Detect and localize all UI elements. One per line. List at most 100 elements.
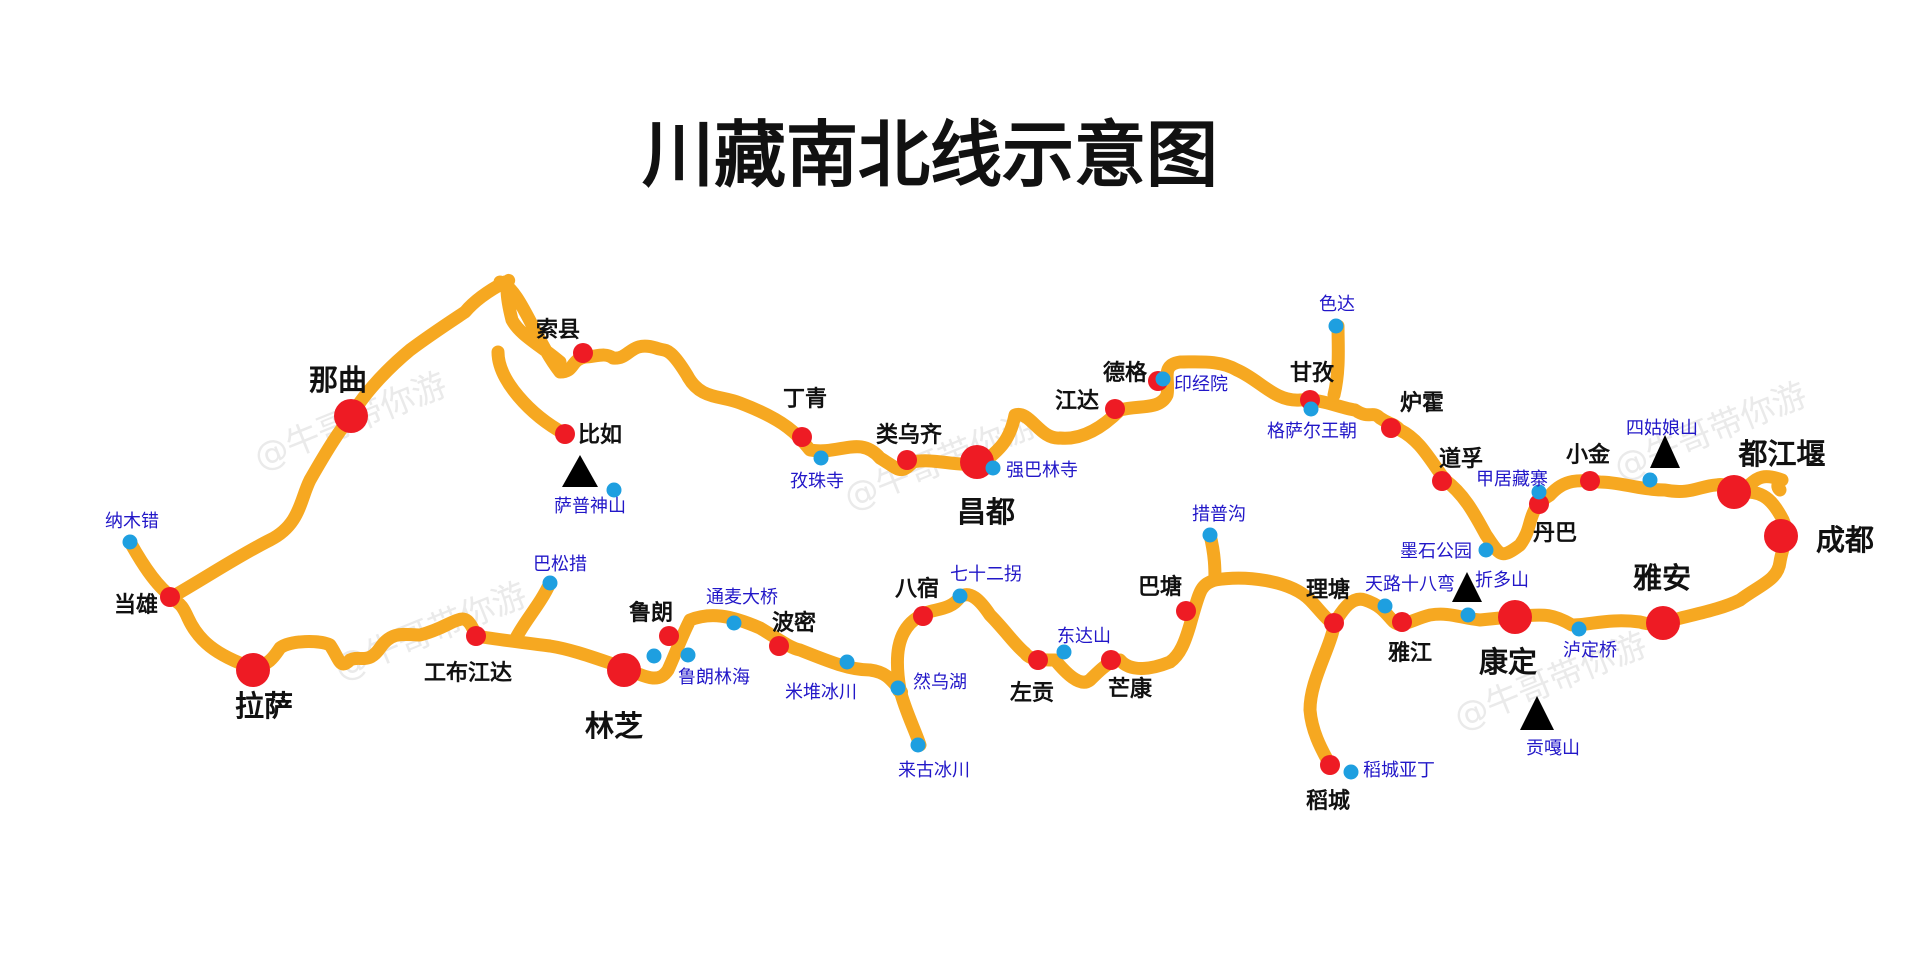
attraction-label: 米堆冰川 <box>785 682 857 703</box>
attraction-label: 墨石公园 <box>1400 541 1472 562</box>
city-label: 昌都 <box>957 495 1015 529</box>
mountain-triangle-icon <box>1520 696 1554 730</box>
blue-dot-icon <box>839 654 855 670</box>
attraction-label: 天路十八弯 <box>1365 574 1455 595</box>
attraction-label: 色达 <box>1319 294 1355 315</box>
town-label: 比如 <box>578 423 622 448</box>
attraction-label: 东达山 <box>1057 626 1111 647</box>
red-dot-icon <box>1498 600 1532 634</box>
attraction-label: 孜珠寺 <box>790 471 844 492</box>
attraction-label: 萨普神山 <box>554 496 626 517</box>
town-label: 甘孜 <box>1290 360 1335 386</box>
attraction-label: 甲居藏寨 <box>1476 469 1548 490</box>
attraction-label: 稻城亚丁 <box>1363 760 1435 781</box>
blue-dot-icon <box>952 588 968 604</box>
mountain-triangle-icon <box>562 455 598 487</box>
town-label: 芒康 <box>1108 676 1153 702</box>
blue-dot-icon <box>1202 527 1218 543</box>
red-dot-icon <box>1324 613 1344 633</box>
attraction-labels: 纳木错 萨普神山 孜珠寺 强巴林寺 印经院 色达 格萨尔王朝 甲居藏寨 四姑娘山… <box>105 294 1698 781</box>
red-dot-icon <box>1432 471 1452 491</box>
town-label: 道孚 <box>1439 446 1483 472</box>
attraction-label: 巴松措 <box>533 554 587 575</box>
red-dot-icon <box>1764 519 1798 553</box>
red-dot-icon <box>555 424 575 444</box>
laigu-spur <box>893 683 927 752</box>
attraction-label: 折多山 <box>1475 570 1529 591</box>
red-dot-icon <box>960 445 994 479</box>
town-label: 当雄 <box>114 593 158 618</box>
red-dot-icon <box>1717 475 1751 509</box>
attraction-label: 纳木错 <box>105 511 159 532</box>
town-label: 鲁朗 <box>628 600 673 626</box>
blue-dot-icon <box>606 482 622 498</box>
blue-dot-icon <box>1155 371 1171 387</box>
attraction-label: 七十二拐 <box>950 564 1022 585</box>
city-label: 都江堰 <box>1737 437 1825 471</box>
blue-dot-icon <box>910 737 926 753</box>
red-dot-icon <box>466 626 486 646</box>
town-label: 炉霍 <box>1400 391 1444 416</box>
blue-dot-icon <box>1531 484 1547 500</box>
daocheng-spur <box>1303 615 1342 772</box>
mountain-triangle-icon <box>1452 572 1482 602</box>
red-dot-icon <box>1580 471 1600 491</box>
red-dot-icon <box>1176 601 1196 621</box>
red-dot-icon <box>1381 418 1401 438</box>
red-dot-icon <box>160 587 180 607</box>
city-label: 林芝 <box>585 709 643 743</box>
town-label: 小金 <box>1566 442 1611 468</box>
attraction-label: 泸定桥 <box>1563 640 1617 661</box>
town-label: 索县 <box>536 318 580 343</box>
red-dot-icon <box>573 343 593 363</box>
town-label: 德格 <box>1103 360 1148 386</box>
blue-dot-icon <box>1343 764 1359 780</box>
town-label: 类乌齐 <box>876 422 943 448</box>
town-label: 波密 <box>772 610 816 636</box>
attraction-label: 贡嘎山 <box>1526 738 1580 759</box>
blue-dot-icon <box>813 450 829 466</box>
attraction-label: 然乌湖 <box>913 672 967 693</box>
blue-dot-icon <box>122 534 138 550</box>
town-label: 江达 <box>1055 389 1099 414</box>
blue-dot-icon <box>680 647 696 663</box>
town-label: 理塘 <box>1306 577 1350 603</box>
blue-dot-icon <box>1377 598 1393 614</box>
attraction-label: 通麦大桥 <box>706 587 778 608</box>
town-label: 稻城 <box>1306 788 1350 814</box>
red-dot-icon <box>1028 650 1048 670</box>
red-dot-icon <box>1105 399 1125 419</box>
blue-dot-icon <box>1571 621 1587 637</box>
red-dot-icon <box>897 450 917 470</box>
red-dot-icon <box>1320 755 1340 775</box>
major-stops <box>160 343 1798 775</box>
attraction-label: 鲁朗林海 <box>678 667 750 688</box>
blue-dot-icon <box>1328 318 1344 334</box>
attraction-label: 措普沟 <box>1192 504 1246 525</box>
red-dot-icon <box>236 653 270 687</box>
town-label: 工布江达 <box>424 660 512 686</box>
red-dot-icon <box>607 653 641 687</box>
city-label: 康定 <box>1479 645 1537 679</box>
red-dot-icon <box>1529 494 1549 514</box>
city-label: 那曲 <box>309 363 367 397</box>
attraction-label: 格萨尔王朝 <box>1267 421 1357 442</box>
map-title: 川藏南北线示意图 <box>642 113 1218 197</box>
blue-dot-icon <box>1460 607 1476 623</box>
city-label: 雅安 <box>1633 561 1691 595</box>
attraction-label: 印经院 <box>1174 374 1228 395</box>
town-labels: 索县 比如 丁青 类乌齐 江达 德格 甘孜 炉霍 道孚 小金 丹巴 当雄 工布江… <box>114 318 1611 814</box>
red-dot-icon <box>659 626 679 646</box>
city-label: 拉萨 <box>235 689 293 723</box>
blue-dot-icon <box>726 615 742 631</box>
red-dot-icon <box>769 636 789 656</box>
watermark: @牛哥带你游 <box>1448 625 1652 739</box>
bira-spur <box>491 345 572 441</box>
north-route-to-chengdu <box>1659 485 1793 629</box>
red-dot-icon <box>334 399 368 433</box>
red-dot-icon <box>1392 612 1412 632</box>
mountains <box>562 435 1680 730</box>
town-label: 丁青 <box>783 387 827 412</box>
blue-dot-icon <box>1303 401 1319 417</box>
